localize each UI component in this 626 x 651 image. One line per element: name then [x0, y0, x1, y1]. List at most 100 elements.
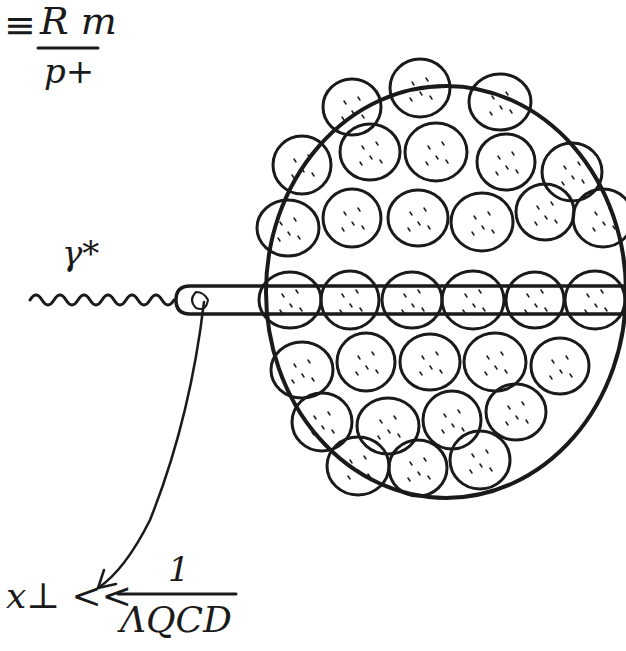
nucleon-texture — [595, 304, 597, 307]
nucleon-texture — [555, 220, 557, 223]
nucleon-texture — [422, 356, 424, 359]
nucleon-texture — [430, 96, 432, 99]
nucleon-texture — [526, 420, 528, 423]
nucleon-texture — [328, 412, 330, 415]
nucleon-texture — [501, 352, 503, 355]
nucleon — [531, 338, 589, 394]
nucleon-texture — [410, 98, 412, 101]
nucleon-texture — [570, 374, 572, 377]
nucleon-texture — [472, 232, 474, 235]
nucleon-texture — [366, 366, 368, 369]
nucleon-texture — [506, 166, 508, 169]
nucleon-texture — [358, 470, 360, 473]
nucleon-texture — [332, 430, 334, 433]
photon-line — [30, 295, 174, 305]
nucleon-texture — [378, 436, 380, 439]
nucleon-texture — [566, 356, 568, 359]
nucleon-texture — [424, 208, 426, 211]
nucleon-texture — [362, 226, 364, 229]
nucleon-texture — [527, 294, 529, 297]
nucleon — [464, 333, 526, 391]
nucleon-texture — [492, 96, 494, 99]
nucleon-texture — [296, 290, 298, 293]
dipole-mark — [192, 292, 208, 309]
nucleon-texture — [292, 380, 294, 383]
nucleon-texture — [342, 294, 344, 297]
nucleon-texture — [294, 364, 296, 367]
nucleon-texture — [388, 430, 390, 433]
nucleon-texture — [537, 206, 539, 209]
nucleon-texture — [372, 352, 374, 355]
nucleon-texture — [422, 308, 424, 311]
nucleon-texture — [490, 112, 492, 115]
nucleon-texture — [322, 426, 324, 429]
nucleon — [340, 124, 400, 180]
nucleon-texture — [492, 230, 494, 233]
nucleon-texture — [418, 222, 420, 225]
nucleon — [259, 272, 321, 328]
nucleon — [271, 342, 333, 398]
nucleon-texture — [360, 162, 362, 165]
nucleon — [486, 384, 546, 440]
nucleon-texture — [500, 106, 502, 109]
nucleon-texture — [552, 360, 554, 363]
nucleon-texture — [412, 304, 414, 307]
nucleon-texture — [420, 92, 422, 95]
nucleon — [542, 143, 602, 201]
nucleon-texture — [348, 476, 350, 479]
denominator: p+ — [44, 54, 94, 88]
nucleon-texture — [362, 146, 364, 149]
nucleon — [337, 333, 395, 391]
nucleon-texture — [488, 212, 490, 215]
numerator: R m — [40, 2, 117, 40]
nucleon-texture — [510, 110, 512, 113]
nucleon-texture — [601, 290, 603, 293]
numerator: 1 — [168, 552, 190, 586]
denominator: ΛQCD — [120, 602, 232, 638]
nucleon-texture — [545, 308, 547, 311]
equiv-sign: ≡ — [4, 6, 36, 44]
nucleon-texture — [314, 416, 316, 419]
nucleon-texture — [541, 290, 543, 293]
fraction-bar — [38, 47, 98, 50]
nucleon-texture — [428, 476, 430, 479]
nucleon — [321, 271, 379, 329]
nucleon-texture — [404, 294, 406, 297]
nucleon-texture — [603, 222, 605, 225]
nucleon-texture — [312, 378, 314, 381]
nucleon-texture — [564, 166, 566, 169]
nucleon-texture — [486, 450, 488, 453]
nucleon-texture — [282, 294, 284, 297]
nucleon-texture — [495, 366, 497, 369]
nucleon — [573, 189, 626, 247]
nucleon-texture — [498, 156, 500, 159]
nucleon-texture — [380, 160, 382, 163]
nucleon — [506, 272, 564, 328]
nucleons — [257, 59, 626, 496]
nucleon-texture — [444, 414, 446, 417]
nucleon — [469, 74, 531, 130]
nucleon — [257, 200, 319, 256]
nucleon-texture — [298, 236, 300, 239]
nucleon — [327, 437, 389, 495]
nucleon-texture — [442, 430, 444, 433]
nucleon-texture — [474, 216, 476, 219]
nucleon-texture — [312, 432, 314, 435]
nucleon-texture — [302, 169, 304, 172]
nucleon-texture — [428, 146, 430, 149]
nucleon — [389, 440, 447, 496]
nucleon-texture — [356, 290, 358, 293]
nucleon-texture — [550, 376, 552, 379]
nucleon-texture — [462, 428, 464, 431]
nucleon-texture — [522, 402, 524, 405]
nucleon — [292, 393, 352, 451]
nucleon-texture — [344, 212, 346, 215]
nucleon-texture — [350, 304, 352, 307]
nucleon-texture — [472, 454, 474, 457]
nucleon-texture — [512, 152, 514, 155]
nucleon-texture — [485, 372, 487, 375]
pointer-arrow — [98, 302, 204, 588]
nucleon-texture — [380, 420, 382, 423]
nucleon-texture — [394, 416, 396, 419]
